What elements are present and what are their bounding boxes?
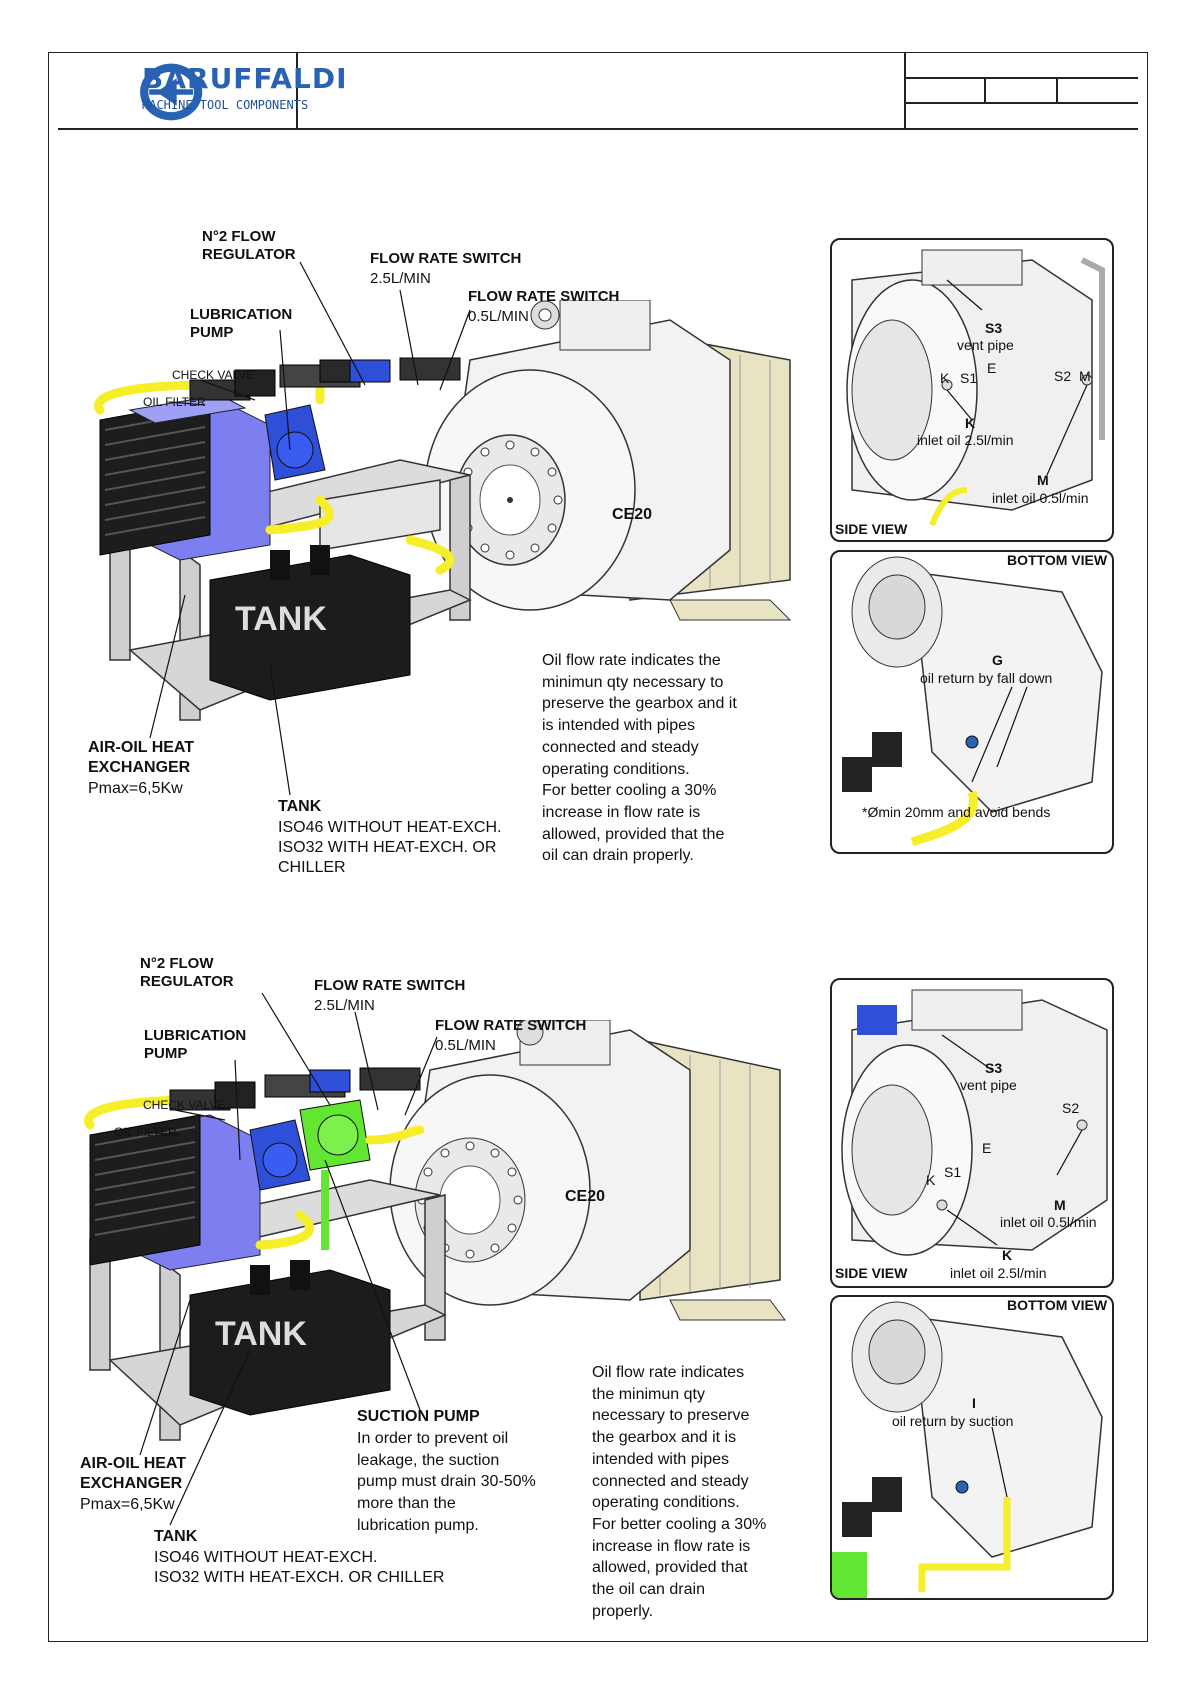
tank-label-1: TANK <box>235 600 327 638</box>
d1-check-valve-label: CHECK VALVE <box>172 368 255 382</box>
d2-side-view-inset: S3 vent pipe K S1 E S2 M inlet oil 0.5l/… <box>830 978 1114 1288</box>
d1-flow-switch-a-label: FLOW RATE SWITCH <box>370 250 522 267</box>
d1-flow-switch-b-rate: 0.5L/MIN <box>468 308 529 325</box>
brand-tagline: MACHINE TOOL COMPONENTS <box>142 98 309 112</box>
d1-bottom-pipe-note: *Ømin 20mm and avoid bends <box>862 804 1051 820</box>
d1-side-m: M <box>1037 472 1049 488</box>
d1-side-k-desc: inlet oil 2.5l/min <box>917 432 1014 448</box>
d2-check-valve-label: CHECK VALVE <box>143 1098 226 1112</box>
d1-side-s2-port: S2 <box>1054 368 1072 384</box>
lubrication-pump-2 <box>249 1119 311 1191</box>
d1-flow-switch-b-label: FLOW RATE SWITCH <box>468 288 620 305</box>
header-row-line-2 <box>904 102 1138 104</box>
d1-bottom-view-inset: BOTTOM VIEW G oil return by fall down *Ø… <box>830 550 1114 854</box>
d1-side-view-inset: S3 vent pipe K S1 E S2 M K inlet oil 2.5… <box>830 238 1114 542</box>
brand-name: BARUFFALDI <box>142 62 348 95</box>
d2-bottom-i: I <box>972 1395 976 1411</box>
d2-side-m-desc: inlet oil 0.5l/min <box>1000 1214 1097 1230</box>
page-frame <box>48 52 1148 1642</box>
valve-manifold-1 <box>189 357 461 401</box>
d1-tank-label: TANK <box>278 798 322 815</box>
d1-side-e-port: E <box>987 360 997 376</box>
d2-tank-label: TANK <box>154 1528 198 1545</box>
header-divider-2 <box>904 52 906 128</box>
d1-bottom-view-title: BOTTOM VIEW <box>1007 552 1108 568</box>
valve-manifold-2 <box>169 1067 421 1111</box>
d2-bottom-i-desc: oil return by suction <box>892 1413 1014 1429</box>
d2-leader-lines <box>139 992 438 1526</box>
diagram-1-illustration: TANK <box>94 300 792 721</box>
d1-bottom-g-desc: oil return by fall down <box>920 670 1053 686</box>
d2-tank-notes: ISO46 WITHOUT HEAT-EXCH.ISO32 WITH HEAT-… <box>154 1549 445 1586</box>
d2-flow-switch-a-label: FLOW RATE SWITCH <box>314 977 466 994</box>
header-cell-divider-2 <box>1056 77 1058 102</box>
d1-tank-notes: ISO46 WITHOUT HEAT-EXCH.ISO32 WITH HEAT-… <box>278 819 502 876</box>
d2-side-s1-port: S1 <box>944 1164 962 1180</box>
d2-bottom-view-drawing <box>832 1301 1103 1598</box>
d1-leader-lines <box>149 261 471 796</box>
suction-pump-2 <box>299 1099 371 1250</box>
tank-label-2: TANK <box>215 1315 307 1353</box>
d1-side-m-desc: inlet oil 0.5l/min <box>992 490 1089 506</box>
d2-side-s2-port: S2 <box>1062 1100 1080 1116</box>
d1-bottom-view-drawing <box>842 556 1103 847</box>
d2-side-k: K <box>1002 1247 1013 1263</box>
d1-side-s1-port: S1 <box>960 370 978 386</box>
d2-side-e-port: E <box>982 1140 992 1156</box>
d2-pmax-label: Pmax=6,5Kw <box>80 1496 175 1513</box>
d2-side-k-port: K <box>926 1172 936 1188</box>
d1-side-s3: S3 <box>985 320 1003 336</box>
d2-side-s3: S3 <box>985 1060 1003 1076</box>
d2-side-k-desc: inlet oil 2.5l/min <box>950 1265 1047 1281</box>
d1-ce20-label: CE20 <box>612 506 653 523</box>
d2-suction-pump-label: SUCTION PUMP <box>357 1408 480 1425</box>
oil-tank-1: TANK <box>209 545 411 701</box>
d1-flow-switch-a-rate: 2.5L/MIN <box>370 270 431 287</box>
d1-side-view-title: SIDE VIEW <box>835 521 908 537</box>
d1-side-m-port: M <box>1079 368 1091 384</box>
lubrication-pump-1 <box>264 404 326 481</box>
header-divider-1 <box>296 52 298 128</box>
gearbox-ce20-1 <box>424 300 731 611</box>
d1-pmax-label: Pmax=6,5Kw <box>88 780 183 797</box>
d2-flow-switch-b-rate: 0.5L/MIN <box>435 1037 496 1054</box>
d1-bottom-g: G <box>992 652 1003 668</box>
d2-side-vent-pipe: vent pipe <box>960 1077 1017 1093</box>
d2-flow-switch-b-label: FLOW RATE SWITCH <box>435 1017 587 1034</box>
diagram-2-illustration: TANK <box>84 1020 786 1441</box>
d1-side-view-drawing <box>846 249 1105 527</box>
header-bottom-line <box>58 128 1138 130</box>
heat-exchanger-2 <box>89 1114 261 1271</box>
heat-exchanger-1 <box>99 394 271 561</box>
d1-side-k-port: K <box>940 370 950 386</box>
d1-side-vent-pipe: vent pipe <box>957 337 1014 353</box>
d2-side-view-title: SIDE VIEW <box>835 1265 908 1281</box>
d2-side-m: M <box>1054 1197 1066 1213</box>
oil-tank-2: TANK <box>189 1260 391 1416</box>
d2-bottom-view-title: BOTTOM VIEW <box>1007 1297 1108 1313</box>
d2-ce20-label: CE20 <box>565 1188 606 1205</box>
d2-flow-switch-a-rate: 2.5L/MIN <box>314 997 375 1014</box>
header-cell-divider-1 <box>984 77 986 102</box>
baruffaldi-logo <box>140 63 203 121</box>
d2-side-view-drawing <box>841 989 1108 1256</box>
header-row-line-1 <box>904 77 1138 79</box>
d2-bottom-view-inset: BOTTOM VIEW I oil return by suction <box>830 1295 1114 1600</box>
d1-side-k: K <box>965 415 976 431</box>
